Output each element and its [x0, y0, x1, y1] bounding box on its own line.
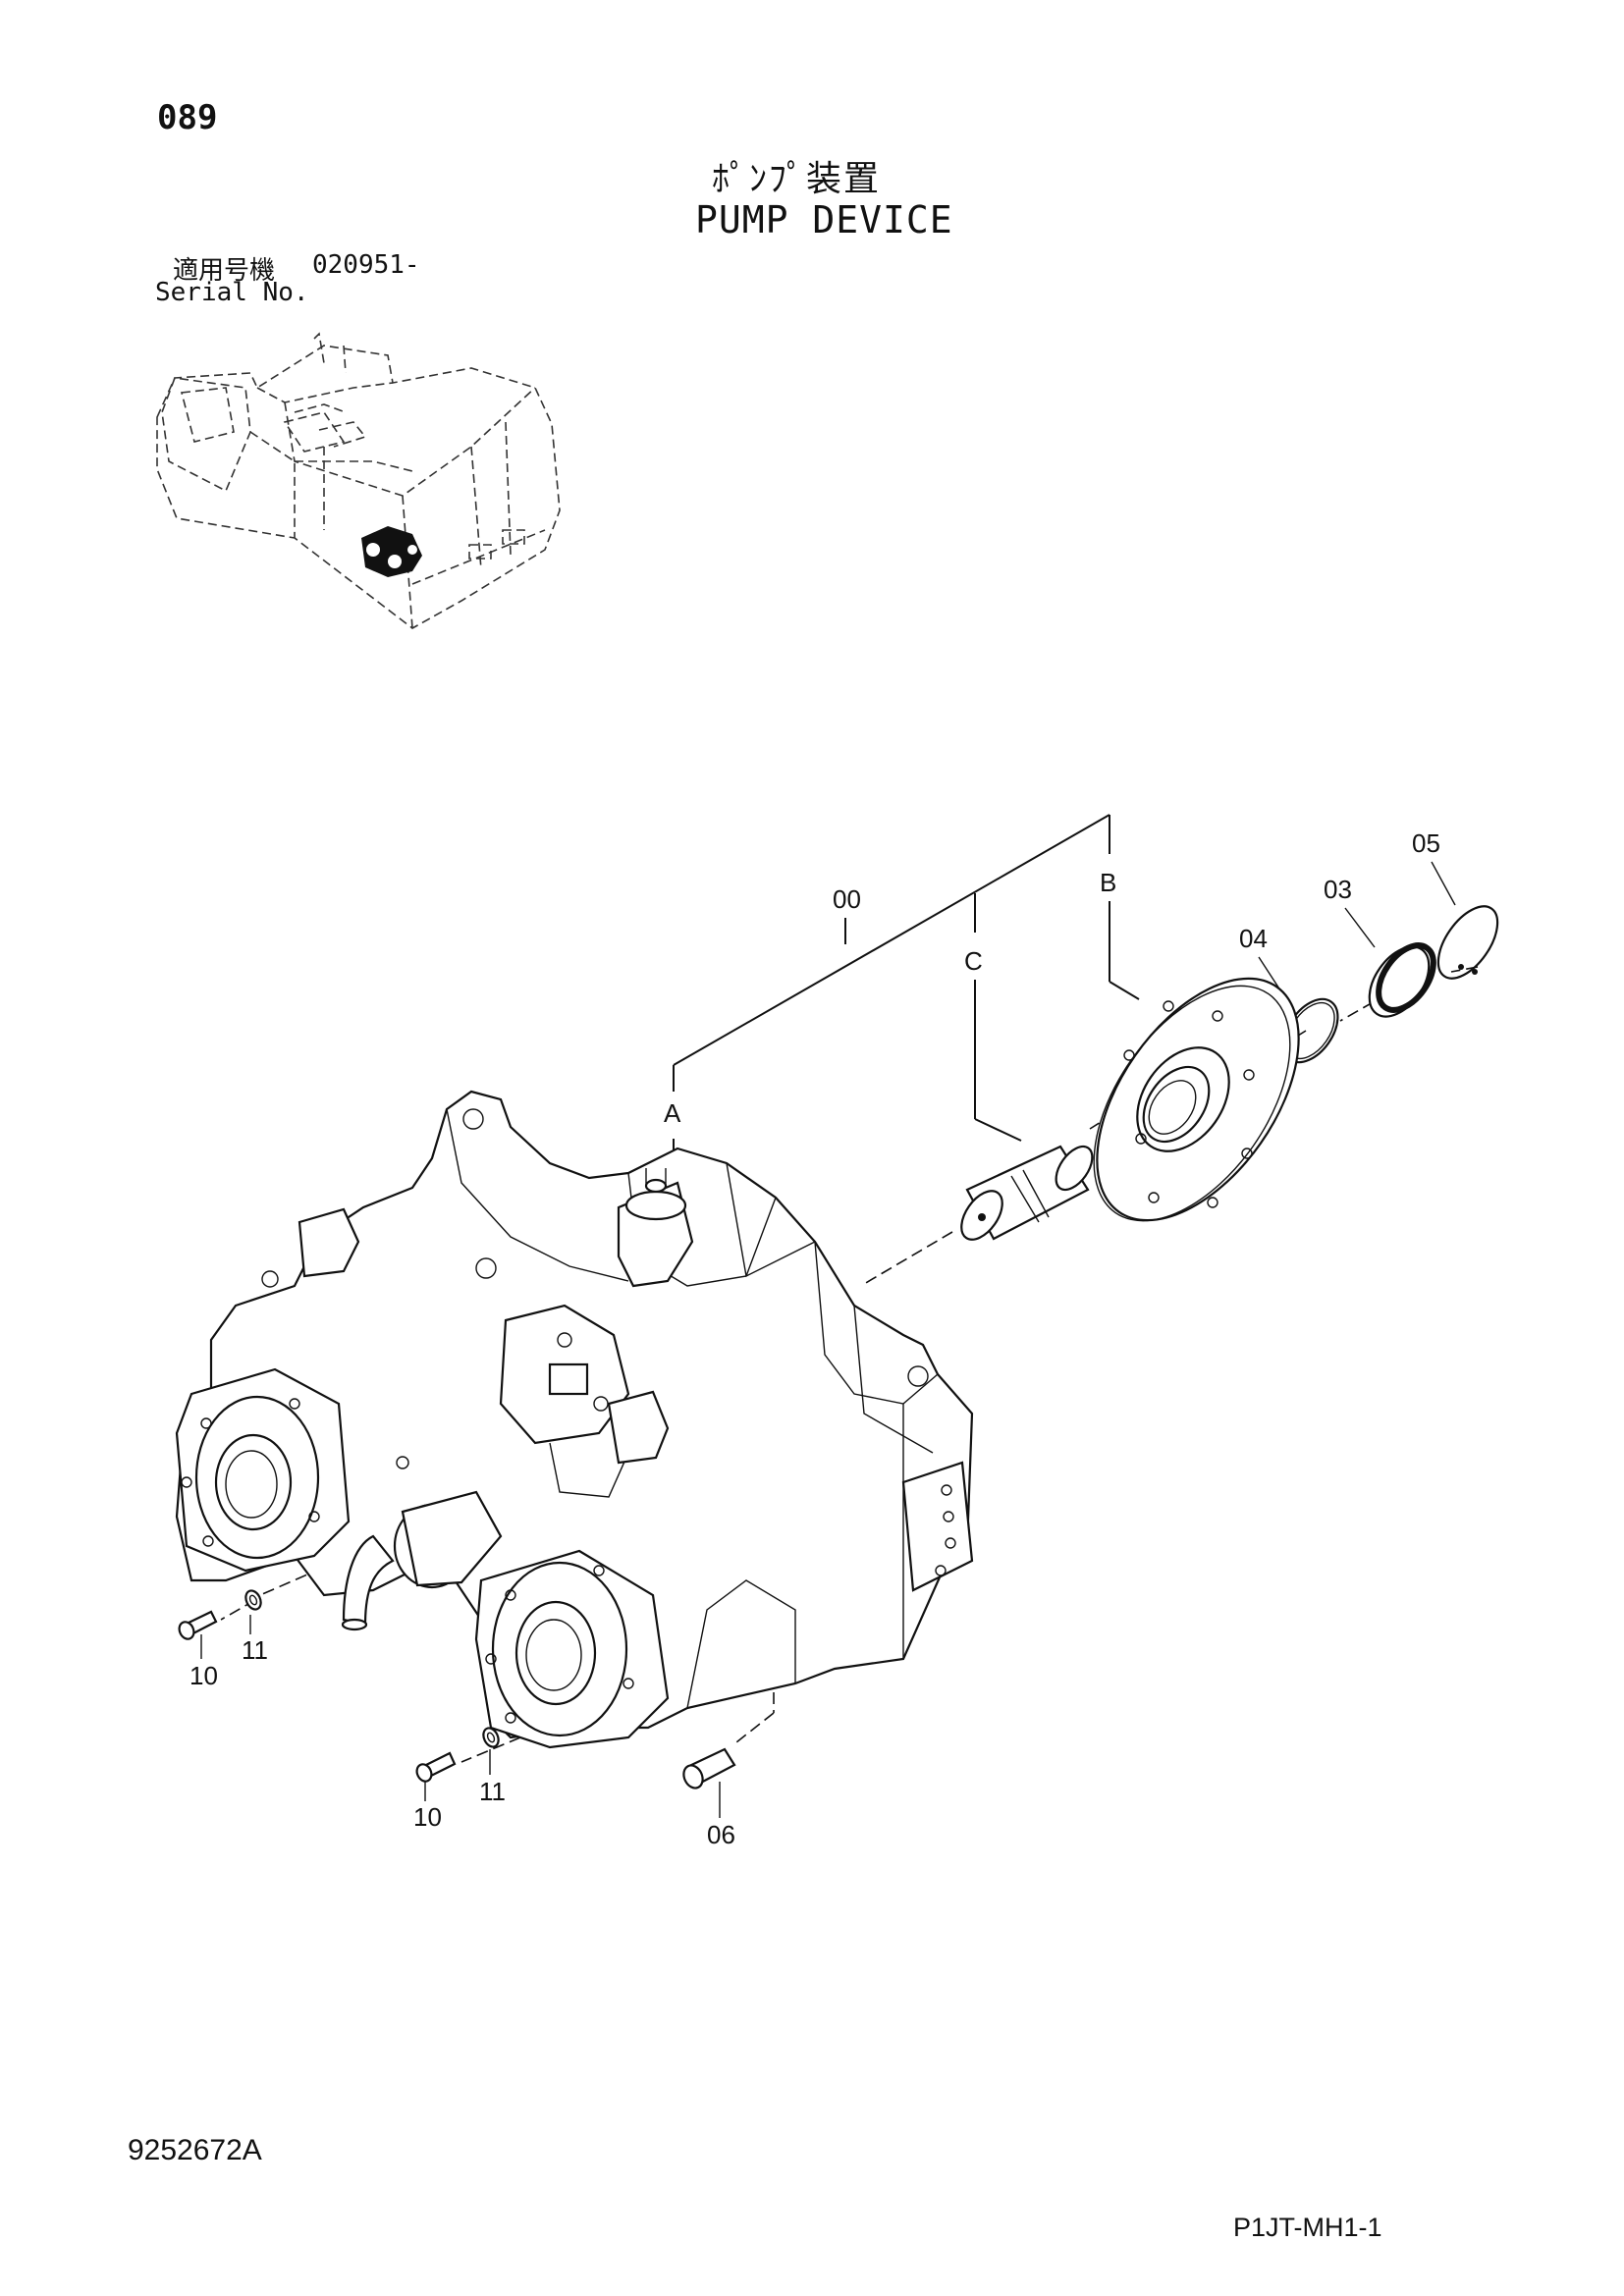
title-english: PUMP DEVICE — [695, 198, 953, 241]
label-11-center: 11 — [479, 1777, 506, 1806]
washer-11-center — [482, 1727, 500, 1748]
label-c: C — [964, 946, 983, 976]
assembly-leader-lines — [673, 814, 1140, 1188]
flange-coupling-b — [1093, 977, 1300, 1222]
pump-location-highlight — [361, 526, 422, 577]
label-06: 06 — [707, 1820, 735, 1849]
label-00: 00 — [833, 884, 861, 914]
document-id: 9252672A — [128, 2134, 262, 2166]
label-04: 04 — [1239, 924, 1268, 953]
washer-11-left — [244, 1589, 262, 1611]
bolt-10-center — [415, 1751, 457, 1783]
sheet-id: P1JT-MH1-1 — [1233, 2213, 1382, 2242]
seal-03 — [1368, 942, 1436, 1018]
snap-ring-05 — [1436, 905, 1499, 980]
label-11-left: 11 — [242, 1635, 268, 1665]
coupling-sleeve-c — [960, 1145, 1094, 1241]
label-10-left: 10 — [189, 1661, 218, 1690]
title-japanese: ﾎﾟﾝﾌﾟ装置 — [712, 159, 882, 199]
bolt-10-left — [178, 1610, 218, 1640]
main-pump-assembly — [175, 1090, 974, 1749]
serial-label-english: Serial No. — [155, 278, 309, 307]
serial-label-japanese: 適用号機 — [173, 256, 276, 286]
serial-number: 020951- — [312, 250, 420, 280]
label-b: B — [1100, 868, 1116, 897]
bolt-06 — [682, 1747, 736, 1789]
label-10-center: 10 — [413, 1802, 442, 1832]
label-a: A — [664, 1098, 681, 1128]
label-03: 03 — [1324, 875, 1352, 904]
machine-locator-thumbnail — [156, 332, 561, 629]
label-05: 05 — [1412, 828, 1440, 858]
page-number: 089 — [157, 98, 218, 137]
